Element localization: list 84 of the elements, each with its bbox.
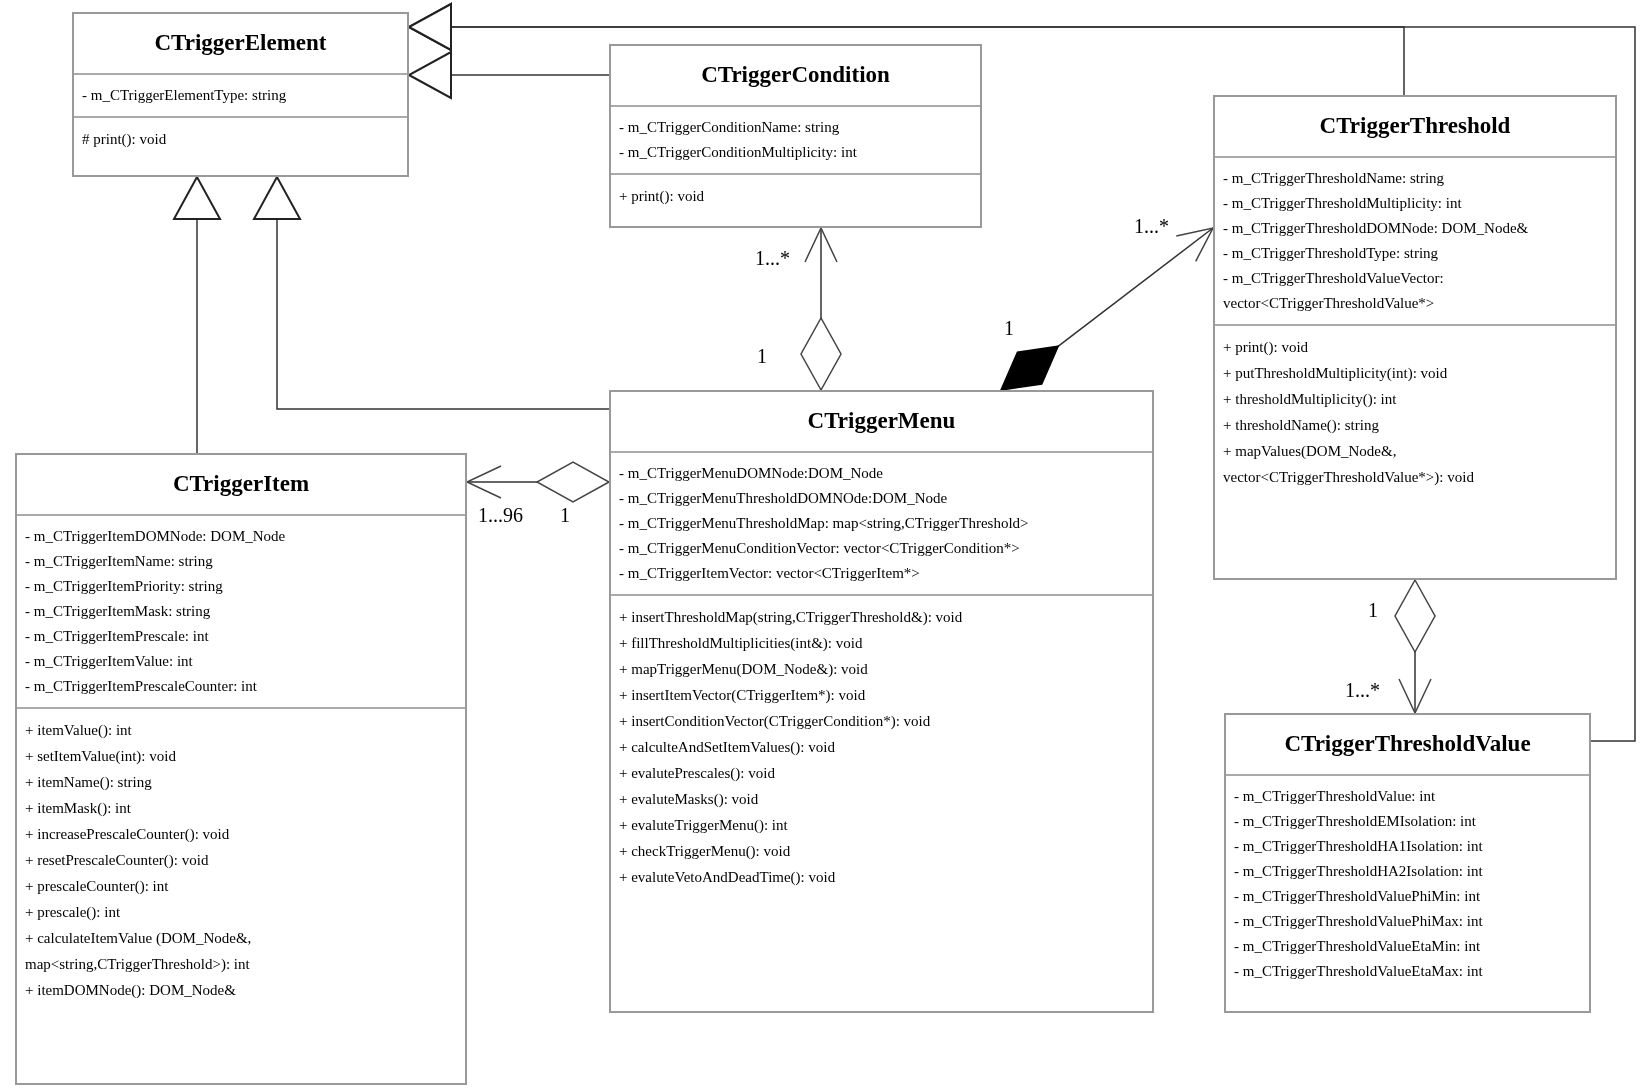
attribute: - m_CTriggerThresholdValue: int [1234,786,1436,806]
method: + evaluteMasks(): void [619,789,759,809]
method: + mapTriggerMenu(DOM_Node&): void [619,659,868,679]
method: + checkTriggerMenu(): void [619,841,791,861]
class-box [609,44,982,228]
attribute: - m_CTriggerThresholdDOMNode: DOM_Node& [1223,218,1529,238]
method: + calculateItemValue (DOM_Node&, map<string,CTriggerThreshold>): int [25,928,253,974]
attribute: - m_CTriggerThresholdValuePhiMax: int [1234,911,1483,931]
association-arrow [466,461,610,503]
method: + itemValue(): int [25,720,132,740]
attribute: - m_CTriggerThresholdValueEtaMin: int [1234,936,1481,956]
attribute: - m_CTriggerItemDOMNode: DOM_Node [25,526,286,546]
attribute: - m_CTriggerThresholdHA2Isolation: int [1234,861,1483,881]
class-box [1224,713,1591,1013]
attribute: - m_CTriggerElementType: string [82,85,287,105]
method: + resetPrescaleCounter(): void [25,850,209,870]
method: + insertConditionVector(CTriggerCondition*): void [619,711,931,731]
inheritance-arrow [173,176,221,454]
attribute: - m_CTriggerItemPrescaleCounter: int [25,676,257,696]
attribute: - m_CTriggerThresholdValueVector: vector<CTriggerThresholdValue*> [1223,268,1445,313]
multiplicity-label: 1 [1368,600,1378,620]
method: + mapValues(DOM_Node&, vector<CTriggerThresholdValue*>): void [1223,441,1475,487]
inheritance-arrow [408,51,610,99]
attribute: - m_CTriggerThresholdValueEtaMax: int [1234,961,1483,981]
multiplicity-label: 1...96 [478,505,523,525]
attribute: - m_CTriggerMenuThresholdMap: map<string,CTriggerThreshold> [619,513,1029,533]
method: + prescaleCounter(): int [25,876,169,896]
inheritance-arrow [408,3,1636,742]
method: + evaluteTriggerMenu(): int [619,815,788,835]
class-box [72,12,409,177]
multiplicity-label: 1...* [755,248,790,268]
attribute: - m_CTriggerConditionName: string [619,117,840,137]
class-name: CTriggerElement [154,30,327,55]
attribute: - m_CTriggerThresholdHA1Isolation: int [1234,836,1483,856]
multiplicity-label: 1 [560,505,570,525]
attribute: - m_CTriggerItemVector: vector<CTriggerItem*> [619,563,920,583]
method: + print(): void [1223,337,1309,357]
attribute: - m_CTriggerItemName: string [25,551,213,571]
attribute: - m_CTriggerThresholdEMIsolation: int [1234,811,1476,831]
attribute: - m_CTriggerItemPriority: string [25,576,223,596]
method: + print(): void [619,186,705,206]
method: + evaluteVetoAndDeadTime(): void [619,867,836,887]
attribute: - m_CTriggerConditionMultiplicity: int [619,142,857,162]
attribute: - m_CTriggerItemValue: int [25,651,193,671]
association-arrow [1000,227,1214,391]
class-name: CTriggerCondition [701,62,890,87]
class-name: CTriggerThreshold [1319,113,1511,138]
attribute: - m_CTriggerMenuDOMNode:DOM_Node [619,463,884,483]
attribute: - m_CTriggerItemPrescale: int [25,626,209,646]
method: + prescale(): int [25,902,121,922]
class-box [15,453,467,1085]
association-arrow [800,227,842,391]
method: + fillThresholdMultiplicities(int&): void [619,633,863,653]
attribute: - m_CTriggerItemMask: string [25,601,211,621]
multiplicity-label: 1...* [1345,680,1380,700]
method: + calculteAndSetItemValues(): void [619,737,835,757]
attribute: - m_CTriggerMenuThresholdDOMNOde:DOM_Node [619,488,948,508]
method: + itemMask(): int [25,798,131,818]
association-arrow [1394,579,1436,714]
class-name: CTriggerItem [172,471,310,496]
multiplicity-label: 1 [757,346,767,366]
method: + insertThresholdMap(string,CTriggerThreshold&): void [619,607,963,627]
method: + evalutePrescales(): void [619,763,775,783]
class-name: CTriggerThresholdValue [1284,731,1531,756]
class-box [609,390,1154,1013]
attribute: - m_CTriggerThresholdMultiplicity: int [1223,193,1462,213]
method: + thresholdMultiplicity(): int [1223,389,1397,409]
method: + itemDOMNode(): DOM_Node& [25,980,236,1000]
method: + setItemValue(int): void [25,746,176,766]
method: + itemName(): string [25,772,152,792]
multiplicity-label: 1 [1004,318,1014,338]
attribute: - m_CTriggerThresholdValuePhiMin: int [1234,886,1481,906]
method: + putThresholdMultiplicity(int): void [1223,363,1448,383]
attribute: - m_CTriggerThresholdType: string [1223,243,1439,263]
method: + thresholdName(): string [1223,415,1379,435]
attribute: - m_CTriggerThresholdName: string [1223,168,1445,188]
multiplicity-label: 1...* [1134,216,1169,236]
class-box [1213,95,1617,580]
method: + increasePrescaleCounter(): void [25,824,230,844]
inheritance-arrow [253,176,610,410]
class-name: CTriggerMenu [807,408,956,433]
method: # print(): void [82,129,167,149]
method: + insertItemVector(CTriggerItem*): void [619,685,866,705]
attribute: - m_CTriggerMenuConditionVector: vector<CTriggerCondition*> [619,538,1020,558]
